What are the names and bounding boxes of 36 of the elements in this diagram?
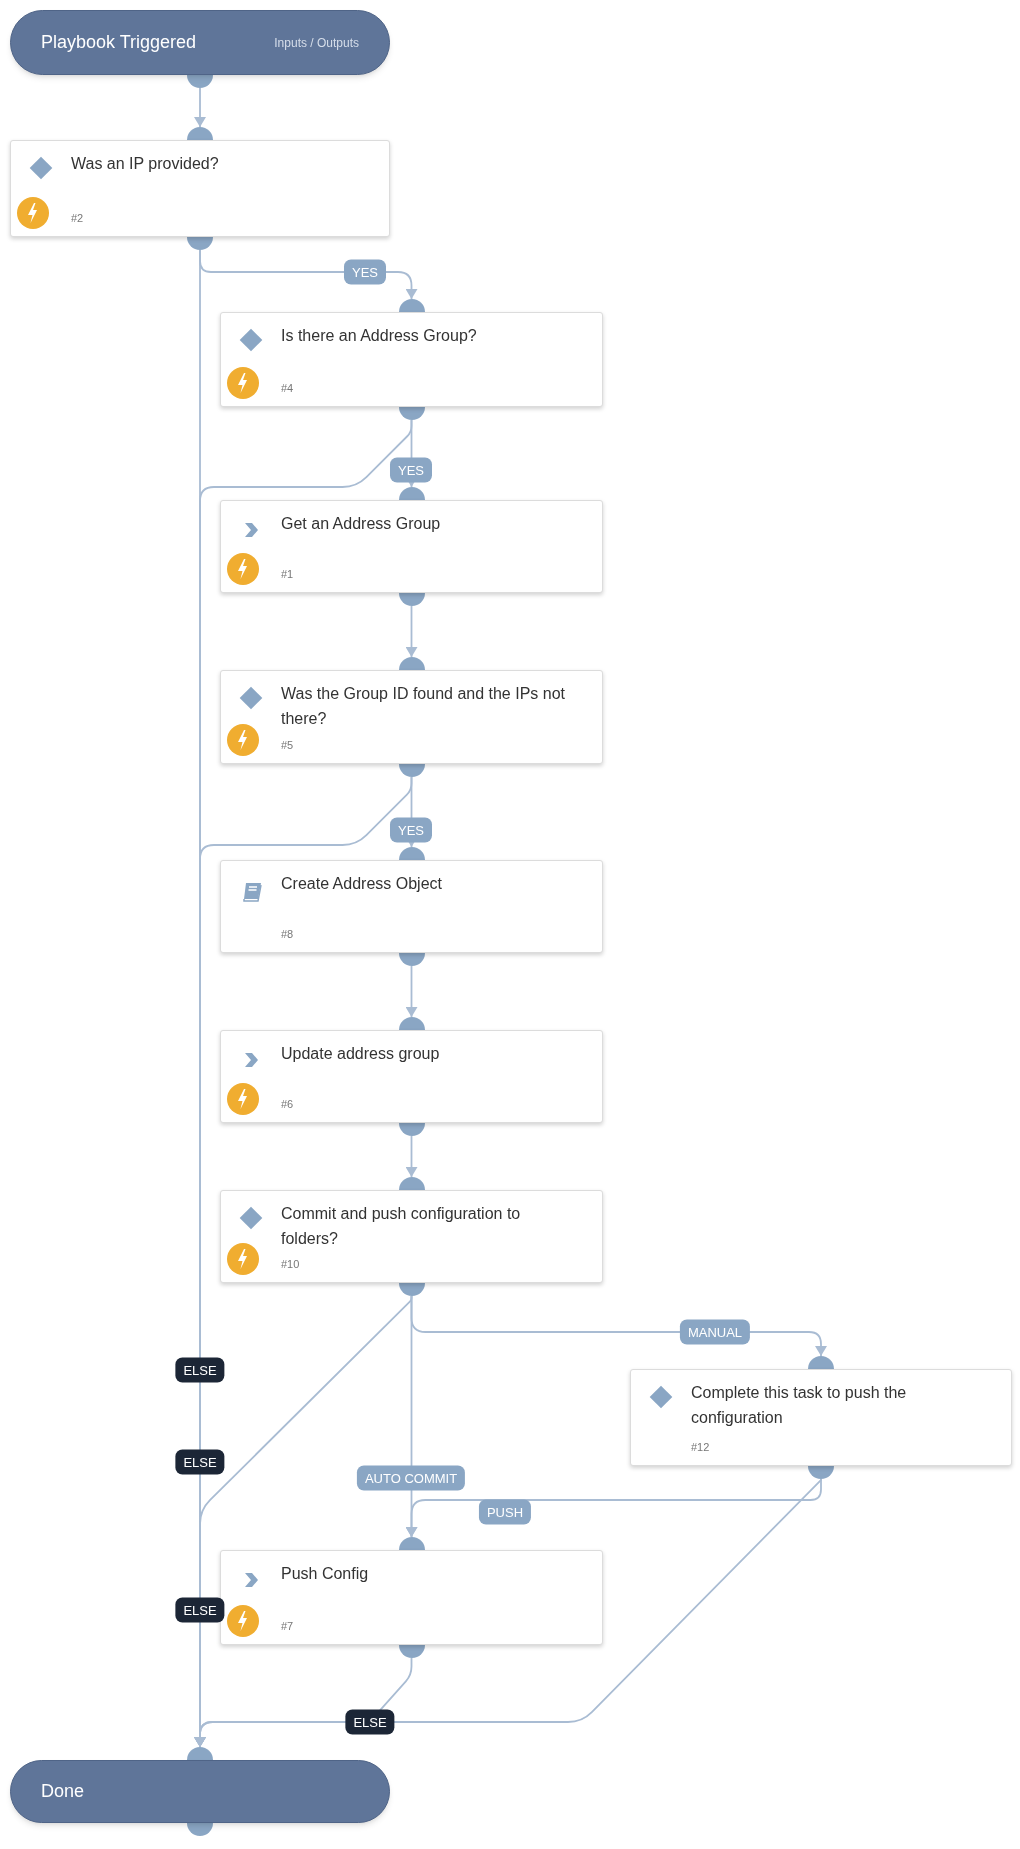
edge-label: ELSE [175, 1357, 225, 1383]
task-id: #2 [71, 210, 84, 226]
task-id: #10 [281, 1256, 300, 1272]
edge-label: ELSE [175, 1449, 225, 1475]
task-id: #1 [281, 566, 294, 582]
edge-label: PUSH [478, 1499, 532, 1525]
connector-arrow [405, 1135, 418, 1178]
edge-label: YES [390, 457, 432, 483]
task-title: Commit and push configuration to folders? [281, 1204, 522, 1249]
connector-arrow [405, 605, 418, 658]
task-title: Push Config [281, 1564, 370, 1584]
edge-label: AUTO COMMIT [356, 1465, 466, 1491]
node-title: Playbook Triggered [41, 31, 197, 54]
task-id: #7 [281, 1618, 294, 1634]
task-id: #8 [281, 926, 294, 942]
task-title: Create Address Object [281, 874, 443, 894]
task-title: Was the Group ID found and the IPs not there? [281, 684, 566, 729]
task-id: #5 [281, 737, 294, 753]
inputs-outputs-link: Inputs / Outputs [274, 34, 359, 52]
connector-arrow [194, 87, 206, 128]
edge-label: MANUAL [679, 1319, 751, 1345]
edge-label: YES [390, 817, 432, 843]
connector-arrow [405, 1478, 822, 1538]
node-title: Done [41, 1780, 85, 1803]
task-title: Update address group [281, 1044, 441, 1064]
task-id: #4 [281, 380, 294, 396]
task-id: #6 [281, 1096, 294, 1112]
edge-label: ELSE [175, 1597, 225, 1623]
edge-label: ELSE [345, 1709, 395, 1735]
task-title: Is there an Address Group? [281, 326, 478, 346]
task-id: #12 [691, 1439, 710, 1455]
task-title: Complete this task to push the configuration [691, 1383, 908, 1428]
connector-arrow [405, 965, 418, 1018]
task-title: Was an IP provided? [71, 154, 220, 174]
edge-label: YES [344, 259, 386, 285]
task-title: Get an Address Group [281, 514, 442, 534]
